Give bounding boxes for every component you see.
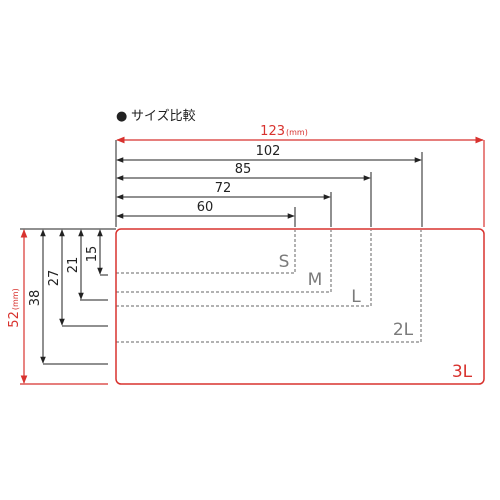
height-label-15: 15	[85, 246, 100, 263]
size-outline-2L	[116, 230, 422, 343]
size-label-2L: 2L	[393, 320, 414, 340]
height-label-52: 52(mm)	[7, 288, 22, 327]
height-unit-52: (mm)	[11, 288, 20, 310]
width-label-72: 72	[215, 181, 232, 196]
size-outline-S	[116, 230, 296, 274]
width-value-123: 123	[260, 124, 285, 139]
height-label-27: 27	[47, 270, 62, 287]
width-label-60: 60	[197, 200, 214, 215]
size-outline-3L	[115, 228, 485, 385]
bullet-icon: ●	[116, 109, 127, 124]
width-unit-123: (mm)	[286, 128, 308, 137]
height-label-21: 21	[66, 257, 81, 274]
size-label-3L: 3L	[452, 362, 473, 382]
width-label-102: 102	[256, 144, 281, 159]
size-outline-M	[116, 230, 332, 293]
height-value-52: 52	[7, 311, 22, 328]
size-outline-L	[116, 230, 372, 307]
size-label-L: L	[351, 287, 361, 307]
section-title: サイズ比較	[131, 108, 196, 124]
width-label-123: 123(mm)	[260, 124, 308, 139]
size-label-M: M	[308, 270, 323, 290]
height-label-38: 38	[28, 290, 43, 307]
size-label-S: S	[279, 252, 290, 272]
width-label-85: 85	[235, 162, 252, 177]
